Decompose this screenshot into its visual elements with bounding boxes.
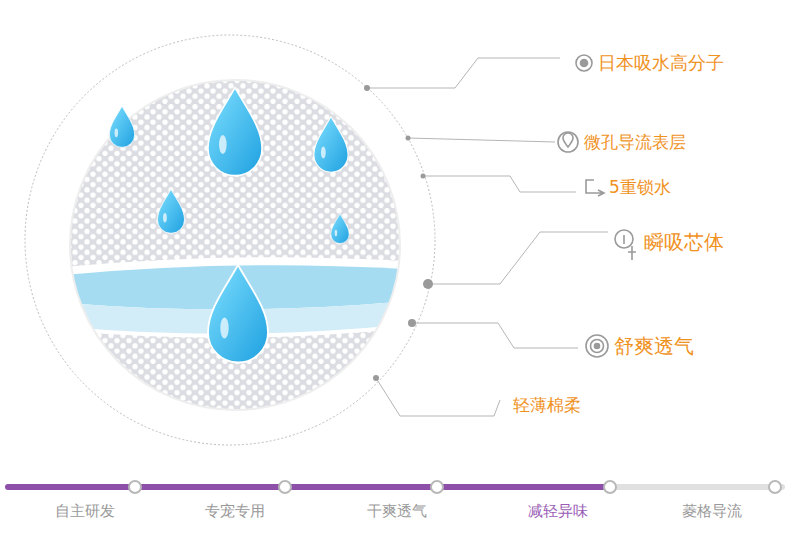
timeline-bar-rest <box>610 484 785 490</box>
icons <box>558 55 636 357</box>
pin-icon <box>563 133 573 147</box>
callout-label: 日本吸水高分子 <box>598 51 724 74</box>
timeline-dot <box>604 481 616 493</box>
water-drop <box>314 117 348 172</box>
callout-label: 瞬吸芯体 <box>644 229 724 255</box>
leader-line <box>423 176 576 192</box>
material-section <box>55 70 420 420</box>
timeline-label: 干爽透气 <box>367 502 427 522</box>
water-drops <box>109 88 349 363</box>
leader-lines <box>367 58 608 416</box>
touch-icon <box>624 235 636 260</box>
water-drop <box>157 189 184 233</box>
leader-line <box>412 323 578 348</box>
swirl-icon <box>595 344 600 349</box>
leader-dot <box>406 136 411 141</box>
timeline-bar <box>5 484 610 490</box>
leader-dot <box>408 319 416 327</box>
leader-dots <box>364 85 433 381</box>
timeline-label: 菱格导流 <box>682 502 742 522</box>
water-drop <box>109 106 134 147</box>
pin-icon <box>558 132 578 152</box>
leader-line <box>367 58 560 88</box>
sheet-edge <box>55 257 420 420</box>
outer-circle <box>25 35 435 445</box>
loop-icon <box>586 180 604 196</box>
leader-dot <box>373 375 379 381</box>
leader-line <box>376 378 500 416</box>
leader-line <box>428 232 608 284</box>
timeline-label: 自主研发 <box>55 502 115 522</box>
timeline-dot <box>431 481 443 493</box>
swirl-icon <box>586 335 608 357</box>
callout-label: 轻薄棉柔 <box>513 394 581 416</box>
target-icon <box>581 60 588 67</box>
target-icon <box>576 55 592 71</box>
leader-line <box>408 138 555 142</box>
timeline-dot <box>279 481 291 493</box>
timeline-dot <box>129 481 141 493</box>
disc-outline <box>70 80 400 410</box>
water-drop <box>331 214 349 244</box>
water-drop <box>208 265 268 363</box>
timeline-label: 专宠专用 <box>205 502 265 522</box>
timeline-label: 减轻异味 <box>528 502 588 522</box>
swirl-icon <box>591 340 604 353</box>
water-drop <box>208 88 262 176</box>
leader-dot <box>421 174 426 179</box>
callout-label: 5重锁水 <box>609 176 671 198</box>
callout-label: 舒爽透气 <box>614 333 694 359</box>
timeline-dot <box>769 481 781 493</box>
callout-label: 微孔导流表层 <box>584 131 686 153</box>
leader-dot <box>364 85 370 91</box>
leader-dot <box>423 279 433 289</box>
timeline <box>5 481 785 493</box>
